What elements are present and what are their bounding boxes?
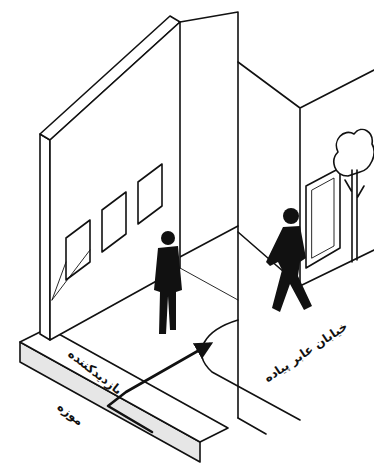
door <box>306 168 340 268</box>
picture-frame <box>66 220 90 280</box>
building <box>238 62 374 300</box>
wall-side <box>40 134 50 340</box>
street-edge <box>238 418 266 434</box>
door-inner <box>312 178 334 258</box>
caption-label: خیابان عابر پیاده <box>262 319 351 385</box>
glass-partition-edge <box>180 268 238 300</box>
caption-label: موزه <box>54 400 85 429</box>
visitor-figure <box>154 231 182 334</box>
picture-frame <box>138 164 162 224</box>
sight-line <box>52 250 90 300</box>
tree-trunk <box>345 170 364 262</box>
tree-crown <box>334 129 374 176</box>
pedestrian-figure <box>266 208 312 312</box>
picture-frame <box>102 192 126 252</box>
floor-top <box>20 328 228 442</box>
